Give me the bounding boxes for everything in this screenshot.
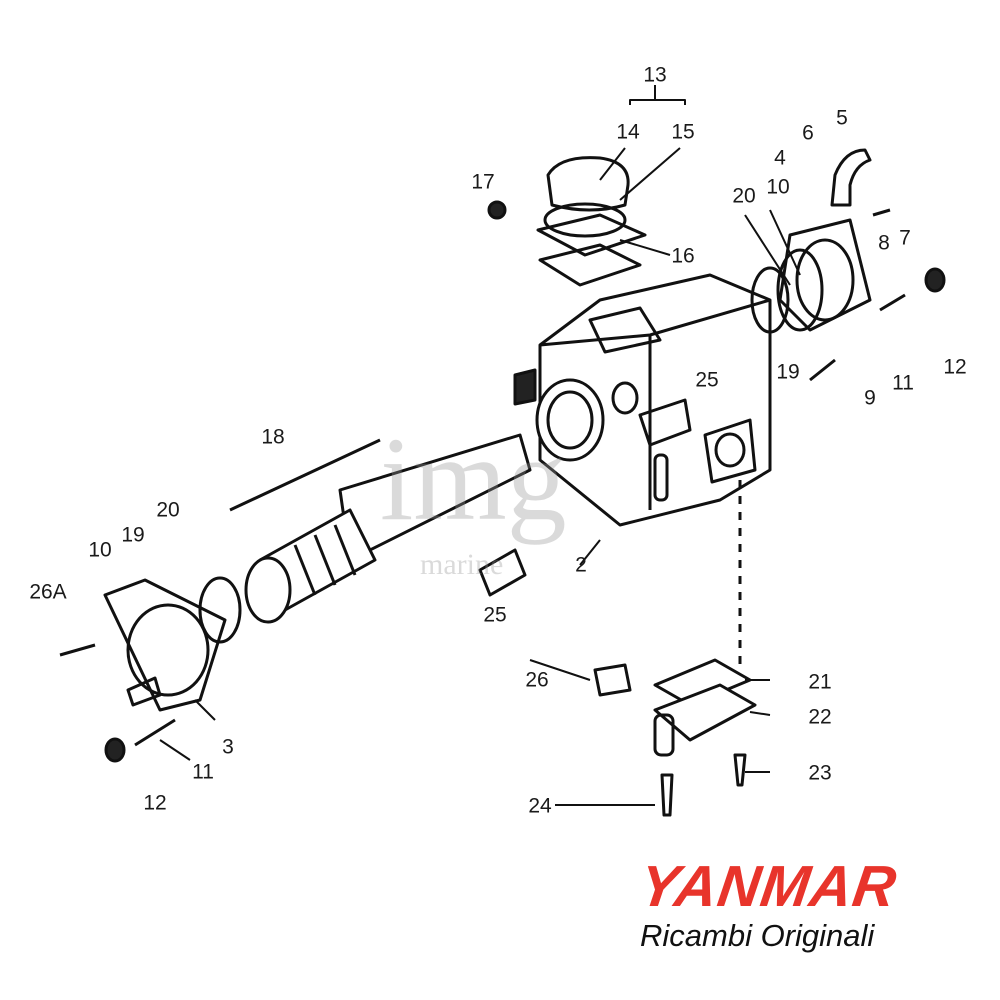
part-label-20-upper: 20 <box>732 184 756 208</box>
part-label-7: 7 <box>899 226 911 250</box>
part-label-12-lower: 12 <box>143 791 167 815</box>
tube-bundle-part-18 <box>229 433 532 624</box>
leader-lines <box>159 85 801 806</box>
part-label-26A: 26A <box>29 580 67 604</box>
part-label-17: 17 <box>471 170 495 194</box>
part-label-25-upper: 25 <box>695 368 719 392</box>
part-label-14: 14 <box>616 120 640 144</box>
part-label-25-lower: 25 <box>483 603 507 627</box>
part-label-10-lower: 10 <box>88 538 112 562</box>
part-label-5: 5 <box>836 106 848 130</box>
part-label-18: 18 <box>261 425 285 449</box>
filler-cap-part-14 <box>536 156 647 287</box>
yanmar-logo: YANMAR Ricambi Originali <box>636 854 940 954</box>
brand-name: YANMAR <box>635 854 901 919</box>
part-label-2: 2 <box>575 553 587 577</box>
part-label-23: 23 <box>808 761 832 785</box>
part-label-20-lower: 20 <box>156 498 180 522</box>
part-label-21: 21 <box>808 670 832 694</box>
housing-part-2 <box>513 273 772 527</box>
part-label-9: 9 <box>864 386 876 410</box>
plug-part-25-lower <box>478 548 527 597</box>
part-label-6: 6 <box>802 121 814 145</box>
brand-subtitle: Ricambi Originali <box>640 918 875 953</box>
part-label-19-lower: 19 <box>121 523 145 547</box>
part-label-15: 15 <box>671 120 695 144</box>
part-label-22: 22 <box>808 705 832 729</box>
part-label-16: 16 <box>671 244 695 268</box>
part-label-8: 8 <box>878 231 890 255</box>
part-label-11-lower: 11 <box>192 760 214 784</box>
watermark-sub: marine <box>420 548 504 581</box>
part-label-19-upper: 19 <box>776 360 800 384</box>
part-label-11-upper: 11 <box>892 371 914 395</box>
part-label-26: 26 <box>525 668 549 692</box>
part-label-4: 4 <box>774 146 786 170</box>
plug-part-25-upper <box>638 398 692 447</box>
part-label-13: 13 <box>643 63 667 87</box>
part-label-10-upper: 10 <box>766 175 790 199</box>
part-label-3: 3 <box>222 735 234 759</box>
watermark-main: img <box>380 412 567 545</box>
end-cover-part-3 <box>59 576 242 763</box>
cover-part-4 <box>750 148 946 382</box>
part-label-24: 24 <box>528 794 552 818</box>
part-label-12-upper: 12 <box>943 355 967 379</box>
